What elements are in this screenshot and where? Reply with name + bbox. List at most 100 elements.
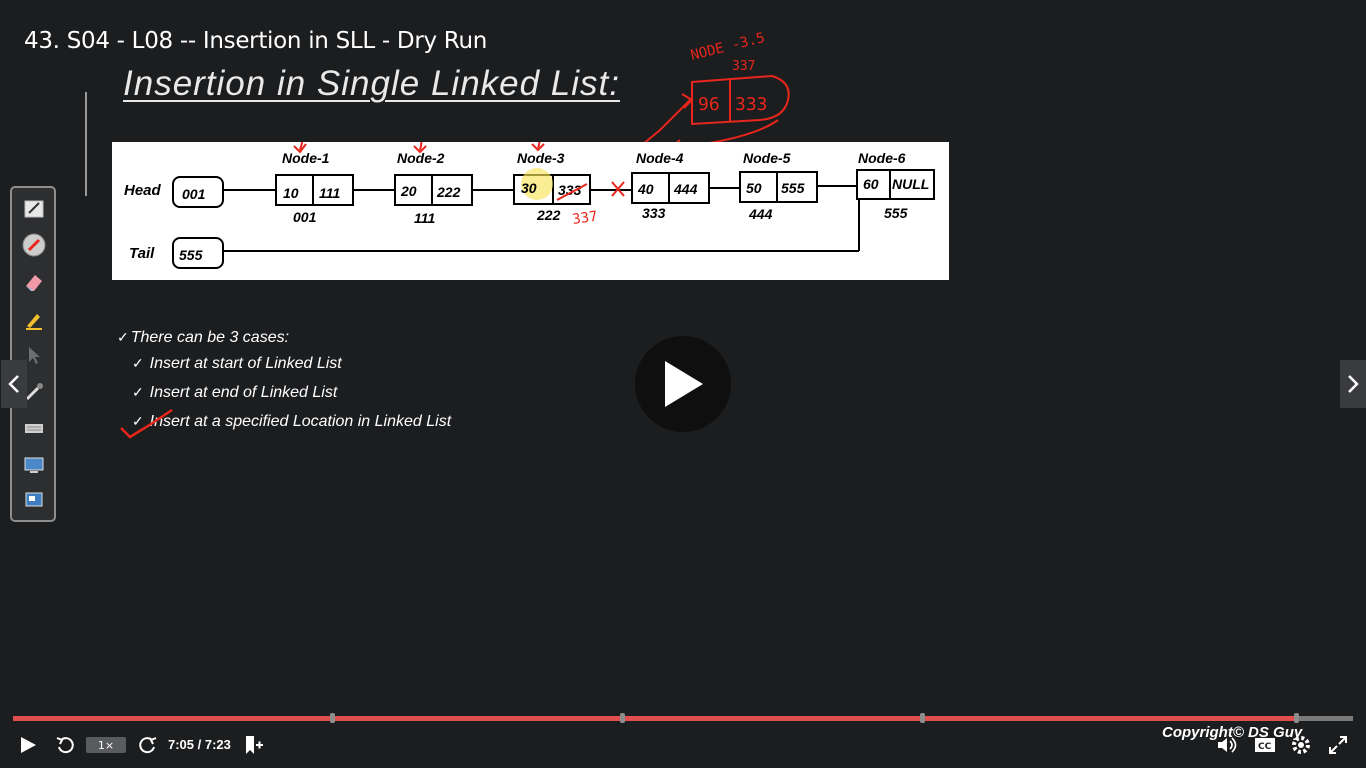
linked-list-diagram: Head 001 Tail 555 Node-1 10 111 001 Node… bbox=[112, 142, 949, 280]
diagram-svg: Head 001 Tail 555 Node-1 10 111 001 Node… bbox=[124, 142, 935, 269]
node-6: Node-6 60 NULL 555 bbox=[856, 150, 935, 221]
red-arrow-node3 bbox=[537, 142, 541, 149]
svg-text:CC: CC bbox=[1258, 742, 1272, 752]
fullscreen-icon bbox=[1329, 736, 1347, 754]
head-label: Head bbox=[124, 182, 162, 199]
node-name: Node-4 bbox=[636, 150, 684, 166]
time-display: 7:05 / 7:23 bbox=[168, 737, 231, 752]
play-icon bbox=[665, 361, 703, 407]
volume-icon bbox=[1218, 737, 1237, 753]
node-4: Node-4 40 444 333 bbox=[631, 150, 710, 221]
node-1: Node-1 10 111 001 bbox=[275, 150, 354, 225]
center-play-button[interactable] bbox=[635, 336, 731, 432]
cursor-highlight bbox=[521, 168, 553, 200]
highlighter-icon[interactable] bbox=[22, 307, 46, 331]
eraser-icon[interactable] bbox=[22, 270, 46, 294]
node-next: 555 bbox=[781, 180, 805, 196]
node-2: Node-2 20 222 111 bbox=[394, 150, 473, 226]
chapter-marker[interactable] bbox=[1294, 713, 1299, 723]
node-addr: 333 bbox=[642, 205, 666, 221]
monitor-icon[interactable] bbox=[22, 489, 46, 513]
color-picker-icon[interactable] bbox=[22, 233, 46, 257]
node-name: Node-5 bbox=[743, 150, 791, 166]
node-name: Node-2 bbox=[397, 150, 445, 166]
captions-button[interactable]: CC bbox=[1252, 728, 1278, 762]
drawing-tool-palette bbox=[10, 186, 56, 522]
brush-icon[interactable] bbox=[22, 379, 46, 403]
red-checkmark-annotation bbox=[120, 408, 173, 439]
node-addr: 444 bbox=[748, 206, 773, 222]
bookmark-add-icon bbox=[246, 736, 263, 754]
node-data: 30 bbox=[521, 180, 537, 196]
slide-divider bbox=[85, 92, 87, 196]
node-next: 333 bbox=[558, 182, 582, 198]
red-arrowhead-node2 bbox=[413, 145, 427, 154]
settings-icon bbox=[1292, 736, 1310, 754]
chapter-marker[interactable] bbox=[920, 713, 925, 723]
cases-heading: ✓There can be 3 cases: bbox=[117, 329, 290, 346]
case-item-3: ✓ Insert at a specified Location in Link… bbox=[132, 413, 452, 430]
node-3: Node-3 30 333 222 337 bbox=[513, 150, 625, 228]
red-arrow-node1 bbox=[299, 142, 304, 151]
previous-lecture-button[interactable] bbox=[1, 360, 27, 408]
fullscreen-button[interactable] bbox=[1324, 728, 1352, 762]
new-node-next: 333 bbox=[735, 94, 768, 115]
tail-value: 555 bbox=[179, 247, 203, 263]
node-addr: 555 bbox=[884, 205, 908, 221]
new-node-annotation: NODE -3.5 337 96 333 bbox=[622, 30, 790, 160]
chapter-marker[interactable] bbox=[330, 713, 335, 723]
volume-button[interactable] bbox=[1214, 728, 1242, 762]
settings-button[interactable] bbox=[1288, 728, 1314, 762]
tail-label: Tail bbox=[129, 245, 155, 262]
node-next: 444 bbox=[673, 181, 698, 197]
case-item-2: ✓ Insert at end of Linked List bbox=[132, 384, 338, 401]
node-data: 60 bbox=[863, 176, 879, 192]
node-name: Node-6 bbox=[858, 150, 906, 166]
node-next: 111 bbox=[319, 185, 340, 201]
copyright-watermark: Copyright© DS Guy bbox=[1162, 724, 1303, 741]
node-data: 40 bbox=[637, 181, 654, 197]
red-arrowhead-node1 bbox=[293, 143, 307, 154]
strike-old-next bbox=[556, 183, 588, 201]
rewind-button[interactable] bbox=[52, 728, 78, 762]
keyboard-icon[interactable] bbox=[22, 416, 46, 440]
slide-title: Insertion in Single Linked List: bbox=[123, 64, 620, 103]
chapter-marker[interactable] bbox=[620, 713, 625, 723]
arrow-to-new-node bbox=[622, 99, 691, 160]
arrow-head-to-new-node bbox=[681, 93, 694, 109]
node-next: NULL bbox=[892, 176, 929, 192]
new-node-data: 96 bbox=[698, 94, 720, 115]
pen-icon[interactable] bbox=[22, 197, 46, 221]
node-addr: 111 bbox=[414, 210, 435, 226]
player-controls: 1× 7:05 / 7:23 CC bbox=[0, 728, 1366, 768]
rewind-icon bbox=[56, 737, 74, 754]
play-pause-button[interactable] bbox=[14, 728, 42, 762]
red-arrow-node2 bbox=[419, 142, 423, 151]
video-title: 43. S04 - L08 -- Insertion in SLL - Dry … bbox=[24, 28, 488, 54]
cut-link-mark bbox=[611, 181, 625, 197]
node-5: Node-5 50 555 444 bbox=[739, 150, 818, 222]
node-data: 20 bbox=[400, 183, 417, 199]
head-value: 001 bbox=[182, 186, 206, 202]
screen-icon[interactable] bbox=[22, 453, 46, 477]
tail-box bbox=[172, 237, 224, 269]
captions-icon: CC bbox=[1255, 738, 1275, 752]
forward-button[interactable] bbox=[136, 728, 160, 762]
node-addr: 222 bbox=[536, 207, 561, 223]
progress-fill bbox=[13, 716, 1300, 721]
new-node-box bbox=[691, 74, 790, 126]
node-name: Node-1 bbox=[282, 150, 330, 166]
case-item-1: ✓ Insert at start of Linked List bbox=[132, 355, 342, 372]
node-name: Node-3 bbox=[517, 150, 565, 166]
playback-speed-button[interactable]: 1× bbox=[86, 737, 126, 753]
node-data: 50 bbox=[746, 180, 762, 196]
pointer-icon[interactable] bbox=[22, 343, 46, 367]
node-addr: 001 bbox=[293, 209, 317, 225]
red-arrowhead-node3 bbox=[531, 143, 545, 152]
new-node-address: 337 bbox=[732, 59, 755, 74]
node-data: 10 bbox=[283, 185, 299, 201]
next-lecture-button[interactable] bbox=[1340, 360, 1366, 408]
add-bookmark-button[interactable] bbox=[240, 728, 266, 762]
head-box bbox=[172, 176, 224, 208]
node3-new-next: 337 bbox=[571, 209, 598, 228]
